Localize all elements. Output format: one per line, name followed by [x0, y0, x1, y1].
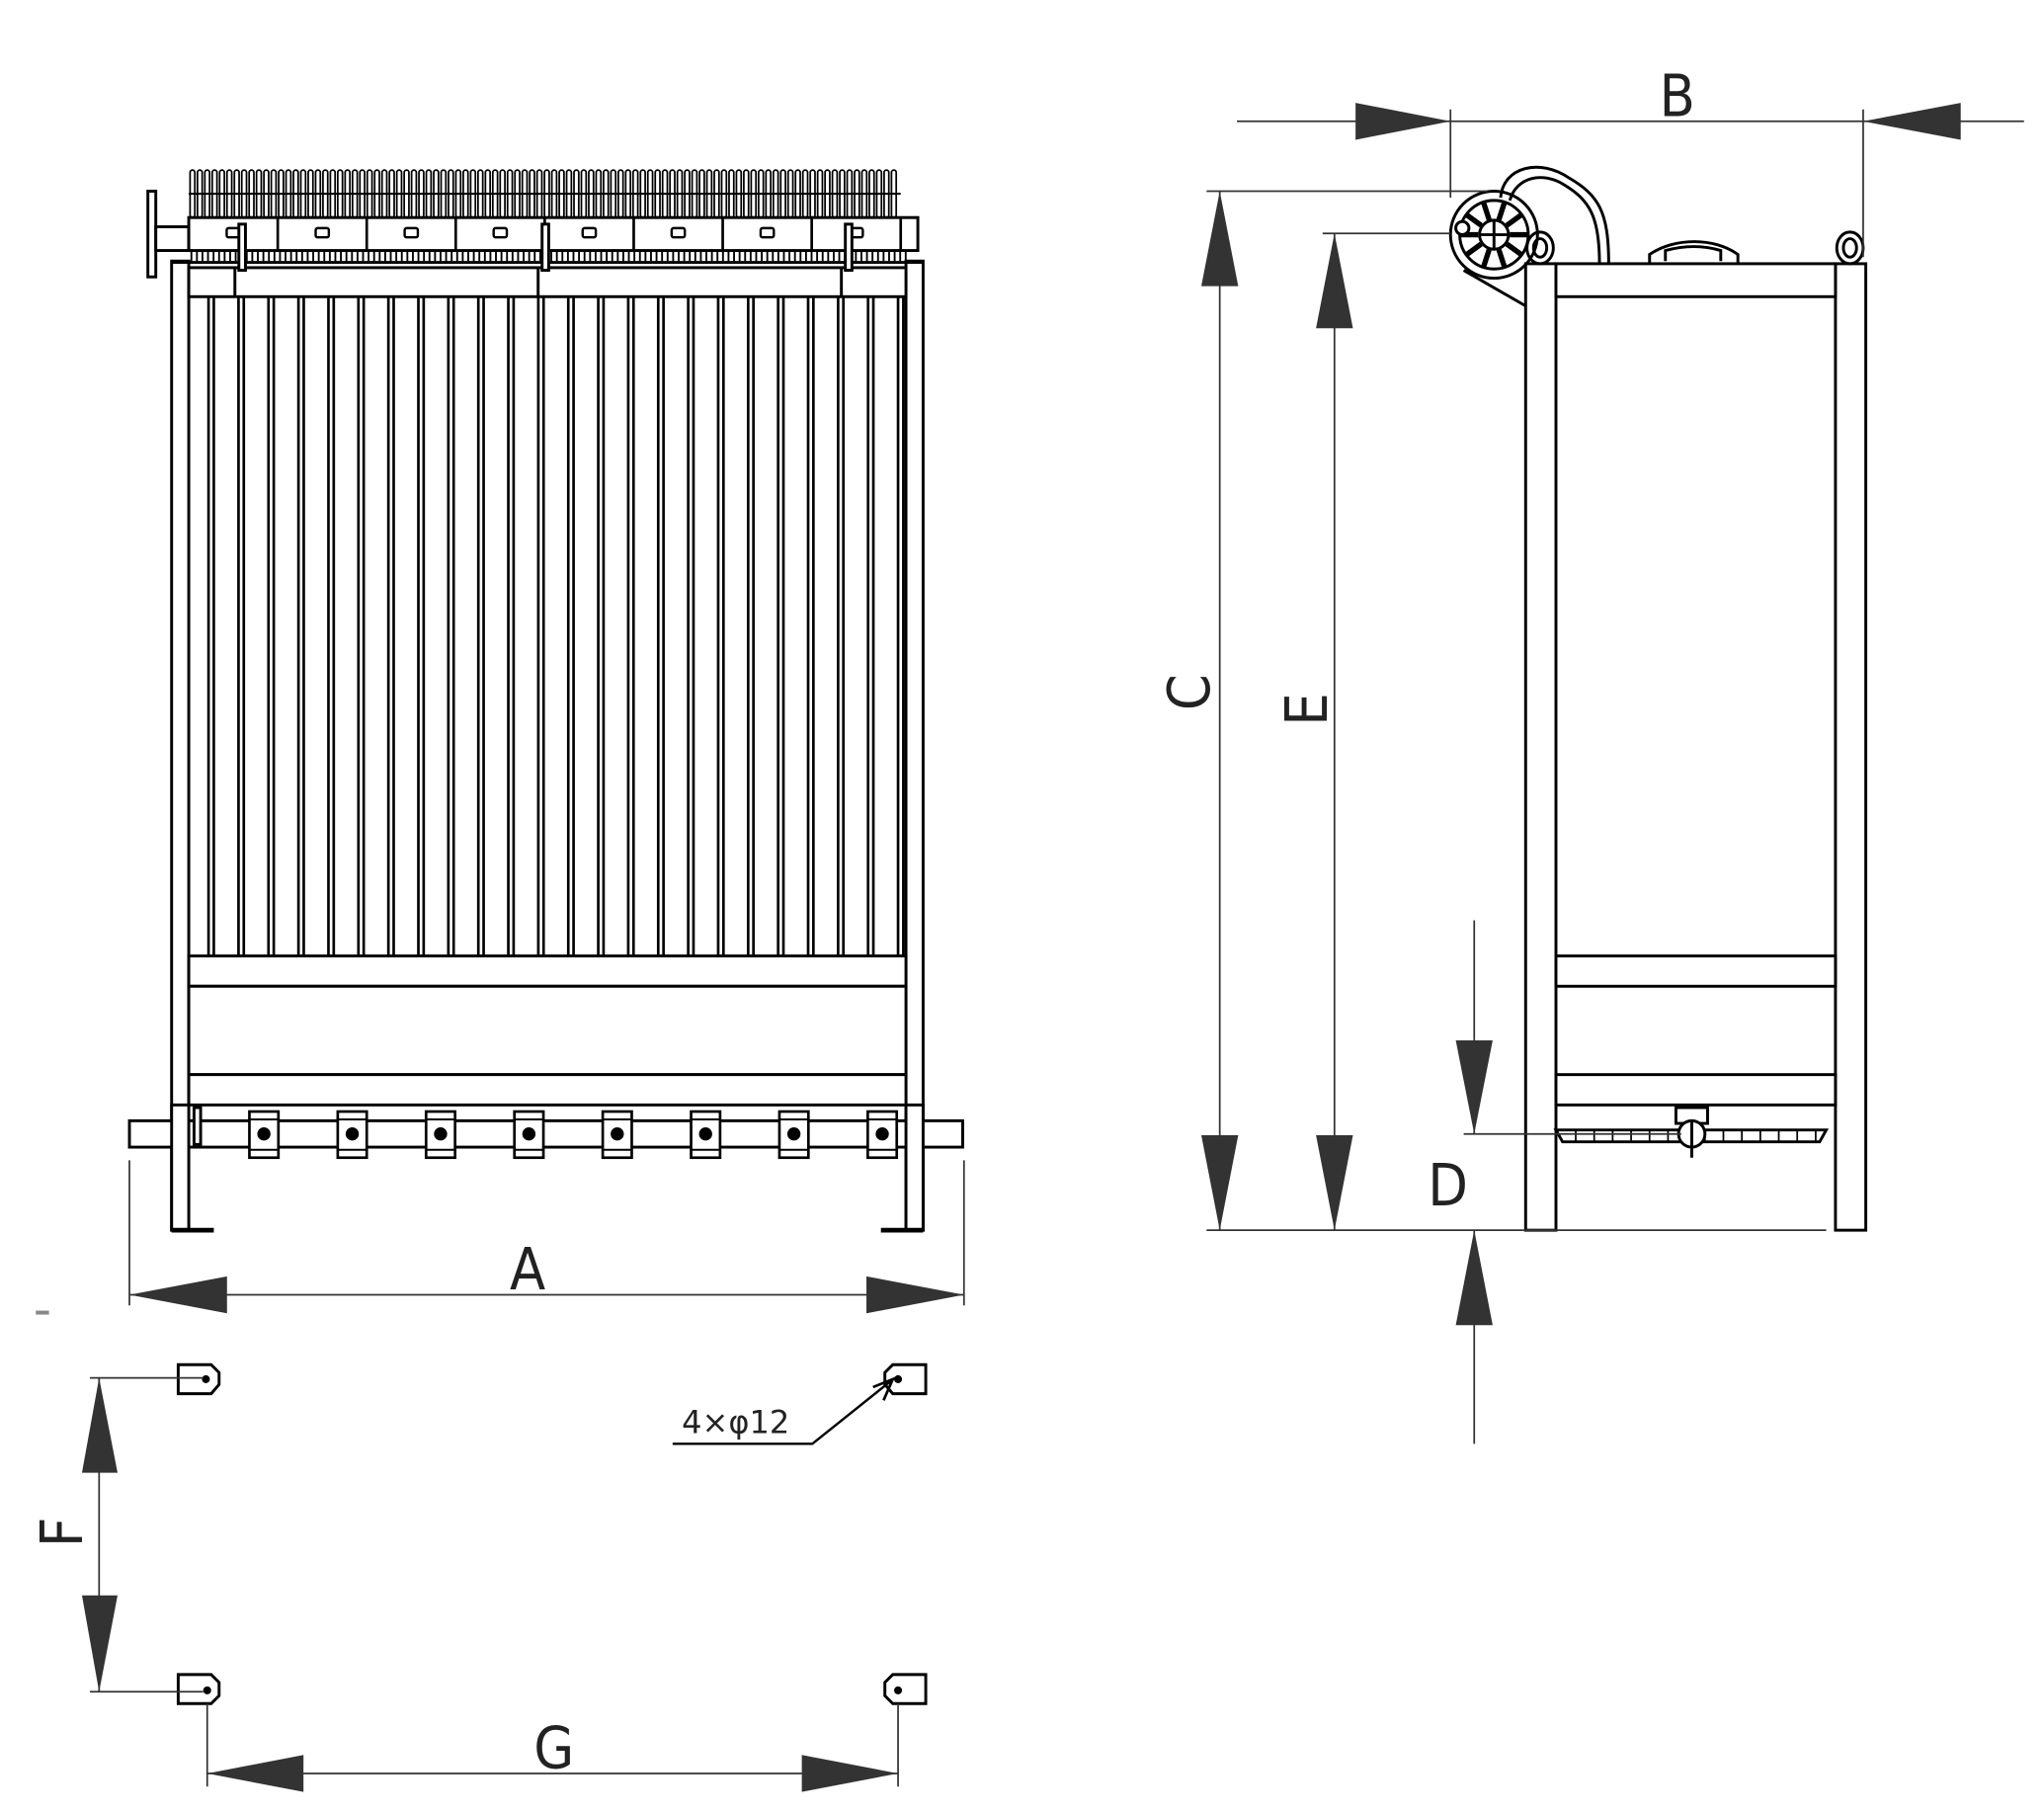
clamp-bolt: [611, 1127, 624, 1141]
stray-mark: [36, 1310, 49, 1315]
hose-reel: [1448, 190, 1539, 281]
frame-post-left-lower: [170, 1103, 191, 1232]
side-bar-upper: [1554, 954, 1838, 988]
clamp-bolt: [522, 1127, 536, 1141]
side-post-right: [1834, 262, 1868, 1232]
dimension-c: C: [1155, 190, 1488, 1231]
dimension-label-f: F: [28, 1518, 96, 1547]
arrowhead-up: [1200, 191, 1239, 287]
top-bar: [187, 266, 908, 298]
lifting-handle: [1648, 240, 1740, 264]
hanger-pin: [540, 222, 550, 273]
side-bar-lower: [1554, 1073, 1838, 1107]
reel-spoke: [1505, 241, 1523, 258]
hole-callout-text: 4×φ12: [682, 1404, 789, 1442]
dimension-label-a: A: [510, 1235, 545, 1303]
arrowhead-down: [1200, 1135, 1239, 1231]
lifting-handle-grip: [1664, 245, 1723, 262]
reel-spoke: [1496, 201, 1508, 221]
side-top-bar: [1554, 262, 1838, 298]
mounting-tab: [176, 1673, 221, 1705]
arrowhead-up: [1455, 1230, 1493, 1326]
arrowhead-left: [206, 1755, 304, 1792]
aerator: [1553, 1106, 1830, 1158]
dimension-g: G: [205, 1703, 899, 1792]
frame-post-left: [170, 259, 191, 1232]
dimension-a: A: [128, 1160, 965, 1314]
reel-spoke: [1481, 248, 1492, 269]
arrowhead-right: [1355, 103, 1451, 140]
segment-port: [492, 226, 509, 239]
reel-spoke: [1496, 248, 1508, 269]
hanger-pin: [237, 222, 247, 273]
hose-inner: [1508, 176, 1601, 264]
side-post-left: [1523, 262, 1558, 1232]
dimension-label-b: B: [1660, 61, 1695, 129]
hose: [1499, 165, 1610, 264]
mounting-tab: [883, 1673, 928, 1705]
arrowhead-right: [801, 1755, 899, 1792]
clamp-bolt: [786, 1127, 801, 1141]
dimension-e: E: [1272, 232, 1451, 1231]
dimension-label-c: C: [1155, 674, 1223, 710]
mounting-tab: [176, 1362, 221, 1396]
front-view: A: [36, 169, 965, 1315]
arrowhead-down: [1455, 1039, 1493, 1134]
segment-port: [759, 226, 776, 239]
eyebolt: [1525, 230, 1555, 266]
segment-port: [403, 226, 420, 239]
segment-port: [670, 226, 687, 239]
clamp-bolt: [875, 1127, 889, 1141]
arrowhead-left: [1862, 103, 1961, 140]
reel-spoke: [1505, 211, 1523, 228]
arrowhead-up: [81, 1377, 119, 1473]
dimension-label-e: E: [1272, 693, 1341, 725]
dimension-b: B: [1237, 61, 2024, 258]
segment-port: [314, 226, 331, 239]
reel-spoke: [1464, 241, 1483, 258]
bottom-bar-upper: [187, 954, 908, 988]
dimension-f: F: [28, 1376, 204, 1693]
plan-view: F G 4×φ12: [28, 1362, 928, 1792]
reel-spoke: [1464, 211, 1483, 228]
bracket: [1462, 269, 1527, 307]
bottom-panel: [187, 984, 908, 1077]
dimension-label-g: G: [533, 1714, 574, 1782]
hanger-pin: [844, 222, 854, 273]
dimension-label-d: D: [1428, 1151, 1468, 1219]
arrowhead-left: [129, 1276, 227, 1314]
header-bar: [187, 215, 920, 253]
bottom-bar-lower: [187, 1073, 908, 1107]
arrowhead-right: [866, 1276, 964, 1314]
arrowhead-down: [1316, 1135, 1353, 1231]
frame-post-right-lower: [904, 1103, 925, 1232]
hole-callout: 4×φ12: [672, 1376, 896, 1445]
clamp-bolt: [257, 1127, 271, 1141]
pipe-support: [192, 1106, 203, 1146]
clamp-bolt: [434, 1127, 448, 1141]
arrowhead-up: [1316, 233, 1353, 329]
arrowhead-down: [81, 1595, 119, 1692]
dimension-d: D: [1428, 920, 1681, 1444]
clamp-bolt: [345, 1127, 360, 1141]
frame-post-right: [904, 259, 925, 1232]
inlet-pipe: [154, 225, 191, 253]
membrane-tubes: [206, 296, 905, 956]
reel-spoke: [1481, 201, 1492, 221]
eyebolt: [1835, 230, 1865, 266]
header-segments: [225, 217, 903, 251]
side-view: B C E D: [1155, 61, 2024, 1444]
segment-port: [581, 226, 598, 239]
clamp-bolt: [698, 1127, 712, 1141]
membrane-comb-top: [189, 169, 901, 219]
pipe-clamps: [248, 1110, 899, 1160]
